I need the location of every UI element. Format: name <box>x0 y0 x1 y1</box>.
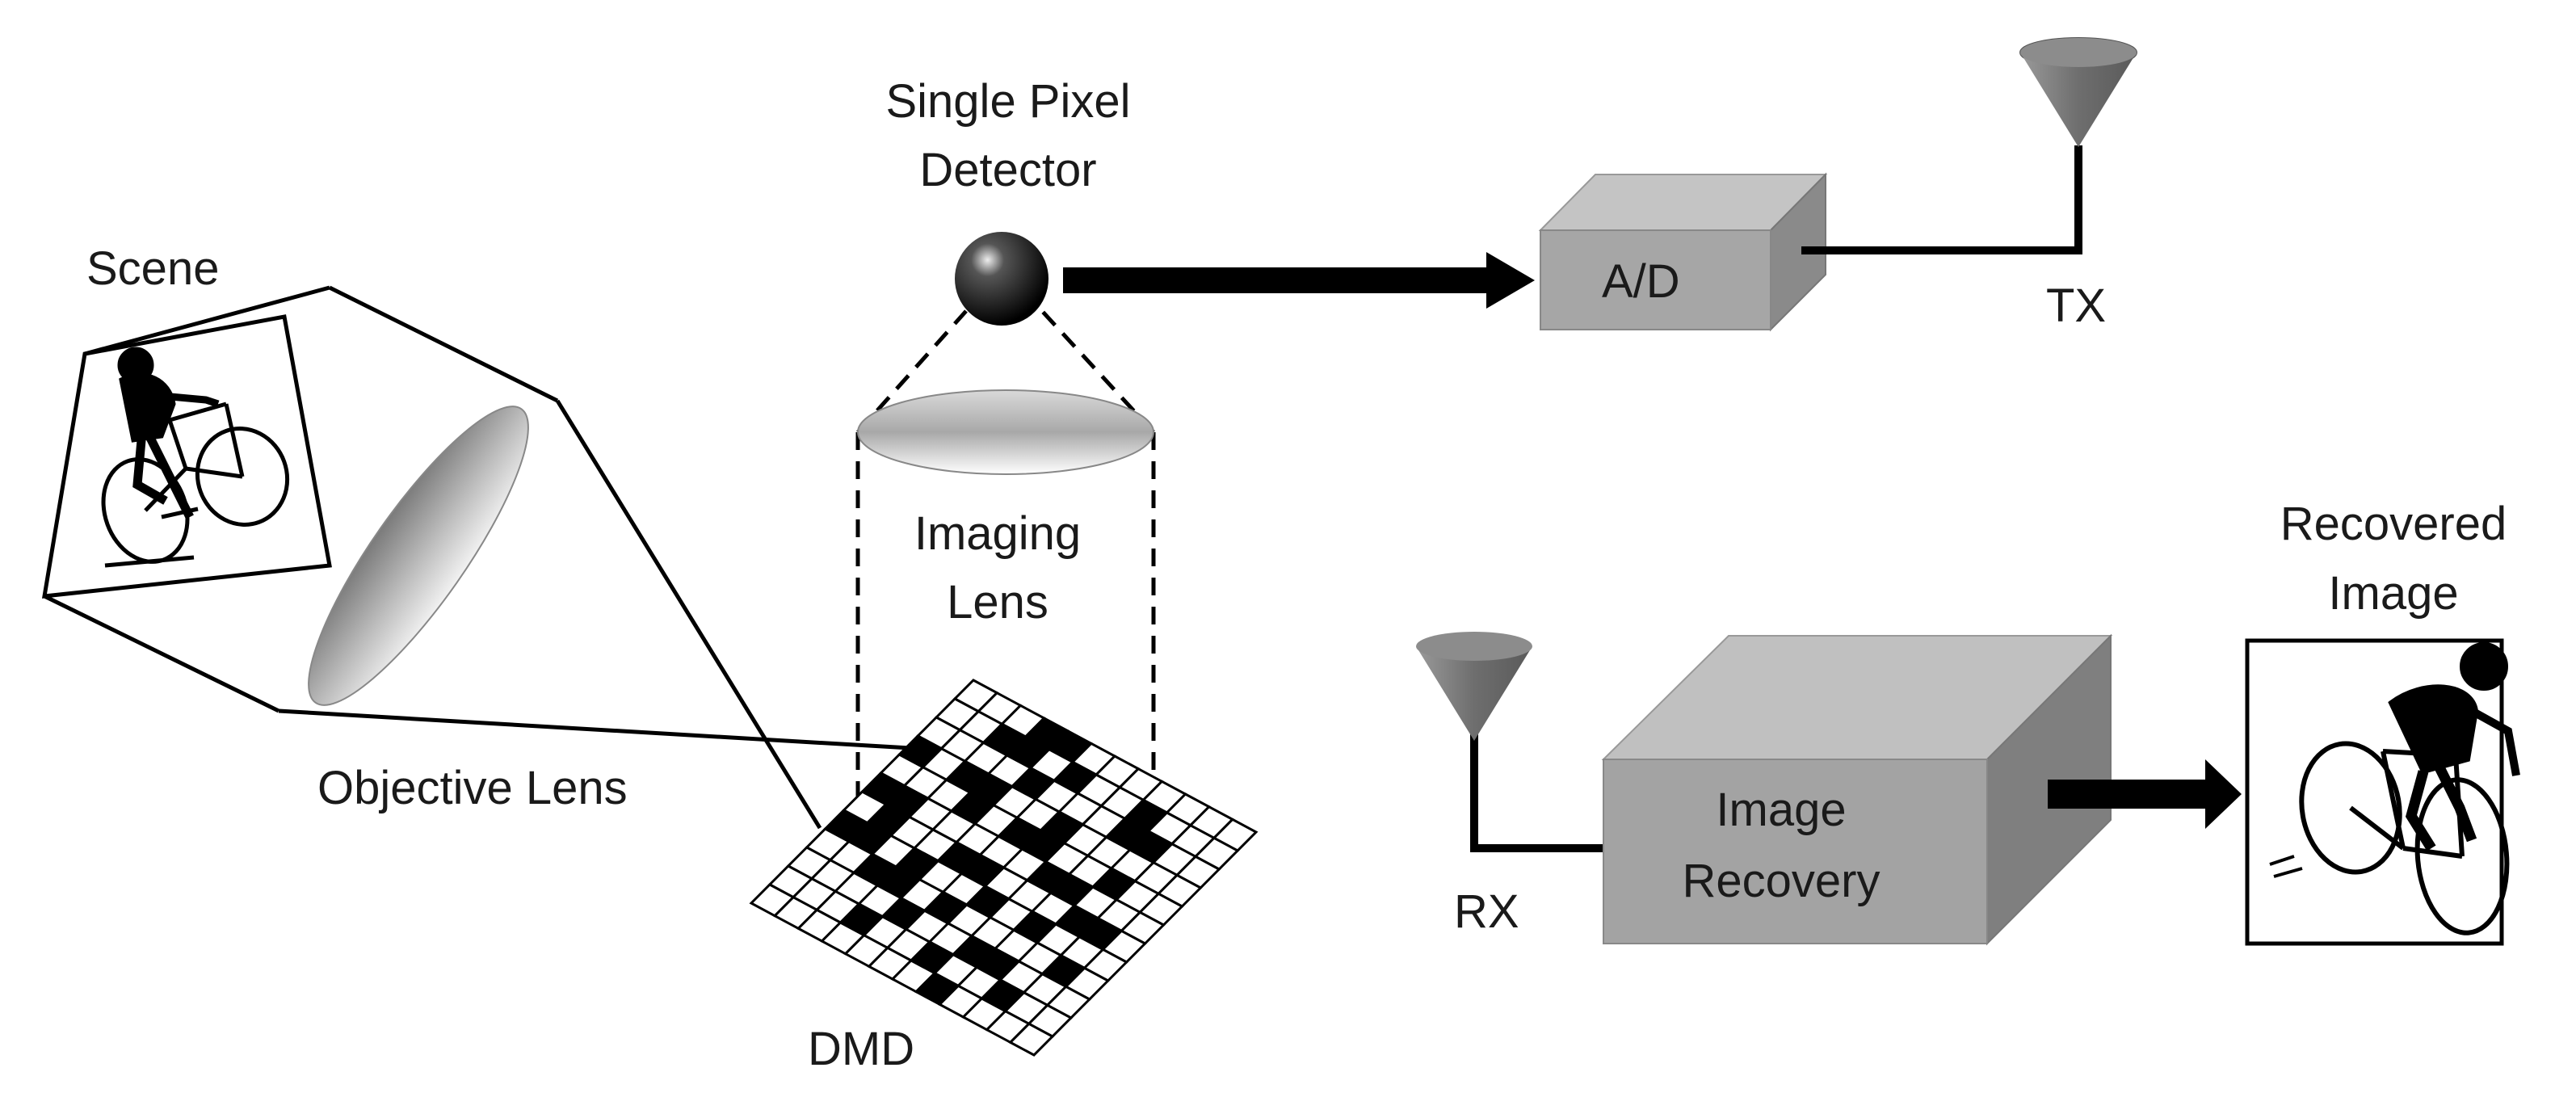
detector-to-ad-arrow <box>1063 252 1535 309</box>
single-pixel-detector-label-line1: Single Pixel <box>885 75 1130 128</box>
tx-label: TX <box>2046 280 2106 332</box>
scene-to-lens-rays <box>43 285 559 713</box>
imaging-lens-label-line2: Lens <box>947 576 1048 628</box>
recovered-image-frame <box>2245 638 2520 946</box>
rx-antenna <box>1416 632 1603 852</box>
ad-converter-box <box>1538 172 1828 332</box>
tx-antenna <box>1801 37 2137 254</box>
recovered-image-label-line1: Recovered <box>2280 498 2507 550</box>
single-pixel-detector-icon <box>955 232 1048 326</box>
objective-lens <box>308 406 529 706</box>
scene-frame <box>41 314 332 599</box>
image-recovery-label-line1: Image <box>1716 784 1846 836</box>
recovery-to-image-arrow <box>2048 759 2242 829</box>
ad-converter-label: A/D <box>1602 255 1680 308</box>
scene-cyclist-icon <box>101 347 290 568</box>
objective-lens-label: Objective Lens <box>317 762 628 814</box>
imaging-path-dashed <box>855 309 1156 848</box>
recovered-cyclist-icon <box>2269 642 2520 935</box>
image-recovery-box <box>1601 633 2113 946</box>
scene-label: Scene <box>86 242 219 295</box>
dmd-grid <box>749 679 1259 1057</box>
rx-label: RX <box>1454 885 1519 938</box>
imaging-lens <box>857 389 1154 475</box>
single-pixel-detector-label-line2: Detector <box>919 144 1096 196</box>
dmd-mirror-off <box>1008 1022 1055 1057</box>
image-recovery-label-line2: Recovery <box>1683 855 1881 907</box>
recovered-image-label-line2: Image <box>2328 567 2458 620</box>
dmd-label: DMD <box>808 1023 914 1075</box>
imaging-lens-label-line1: Imaging <box>914 507 1081 560</box>
